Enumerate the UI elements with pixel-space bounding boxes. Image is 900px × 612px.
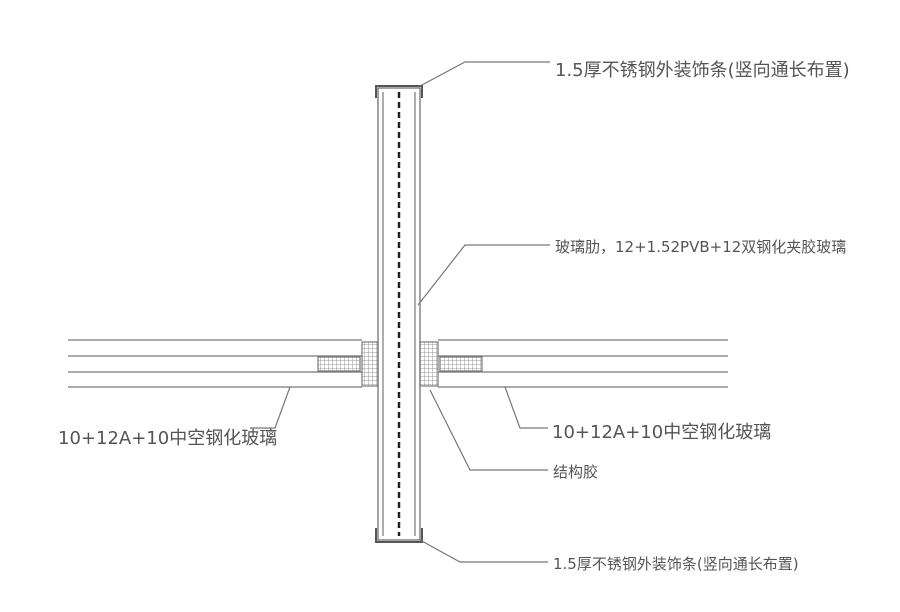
right-insulated-glass <box>438 339 728 388</box>
leader-left <box>250 386 291 429</box>
leader-top <box>419 61 550 87</box>
label-top-trim: 1.5厚不锈钢外装饰条(竖向通长布置) <box>555 60 850 81</box>
bottom-trim <box>375 528 423 543</box>
right-sealant <box>419 341 439 387</box>
left-sealant <box>361 341 379 387</box>
label-bottom-trim: 1.5厚不锈钢外装饰条(竖向通长布置) <box>553 555 799 573</box>
left-spacer <box>317 356 361 372</box>
right-spacer <box>439 356 483 372</box>
leader-sealant <box>429 389 548 471</box>
top-trim <box>375 85 423 98</box>
glass-fin <box>377 87 421 541</box>
label-structural-sealant: 结构胶 <box>553 463 599 481</box>
leader-bottom <box>419 539 548 563</box>
left-insulated-glass <box>68 339 362 388</box>
leader-right <box>504 386 548 429</box>
label-glass-fin: 玻璃肋，12+1.52PVB+12双钢化夹胶玻璃 <box>555 238 847 256</box>
label-left-glass: 10+12A+10中空钢化玻璃 <box>58 428 278 449</box>
leader-fin <box>417 244 550 306</box>
label-right-glass: 10+12A+10中空钢化玻璃 <box>552 422 772 443</box>
